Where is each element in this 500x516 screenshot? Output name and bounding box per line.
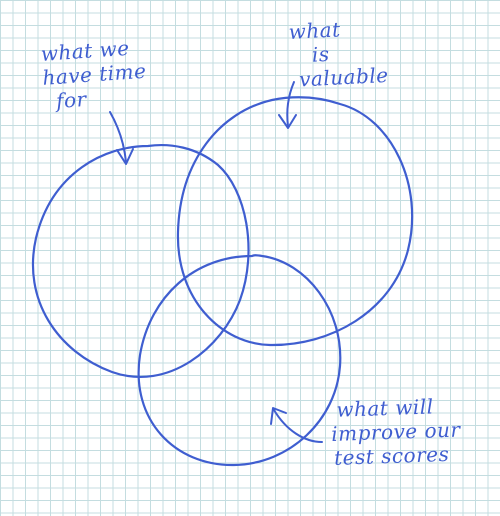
label-time: what we have time for bbox=[40, 35, 149, 114]
circle-valuable bbox=[176, 96, 414, 347]
label-scores: what will improve our test scores bbox=[330, 393, 462, 469]
arrow-time bbox=[109, 111, 134, 165]
label-scores-line-3: test scores bbox=[333, 441, 450, 470]
label-valuable-line-3: valuable bbox=[298, 62, 390, 92]
circle-scores bbox=[137, 254, 342, 467]
arrow-valuable bbox=[278, 81, 297, 129]
arrow-scores bbox=[270, 407, 323, 443]
circle-time bbox=[31, 144, 250, 378]
label-valuable: what is valuable bbox=[288, 15, 389, 92]
